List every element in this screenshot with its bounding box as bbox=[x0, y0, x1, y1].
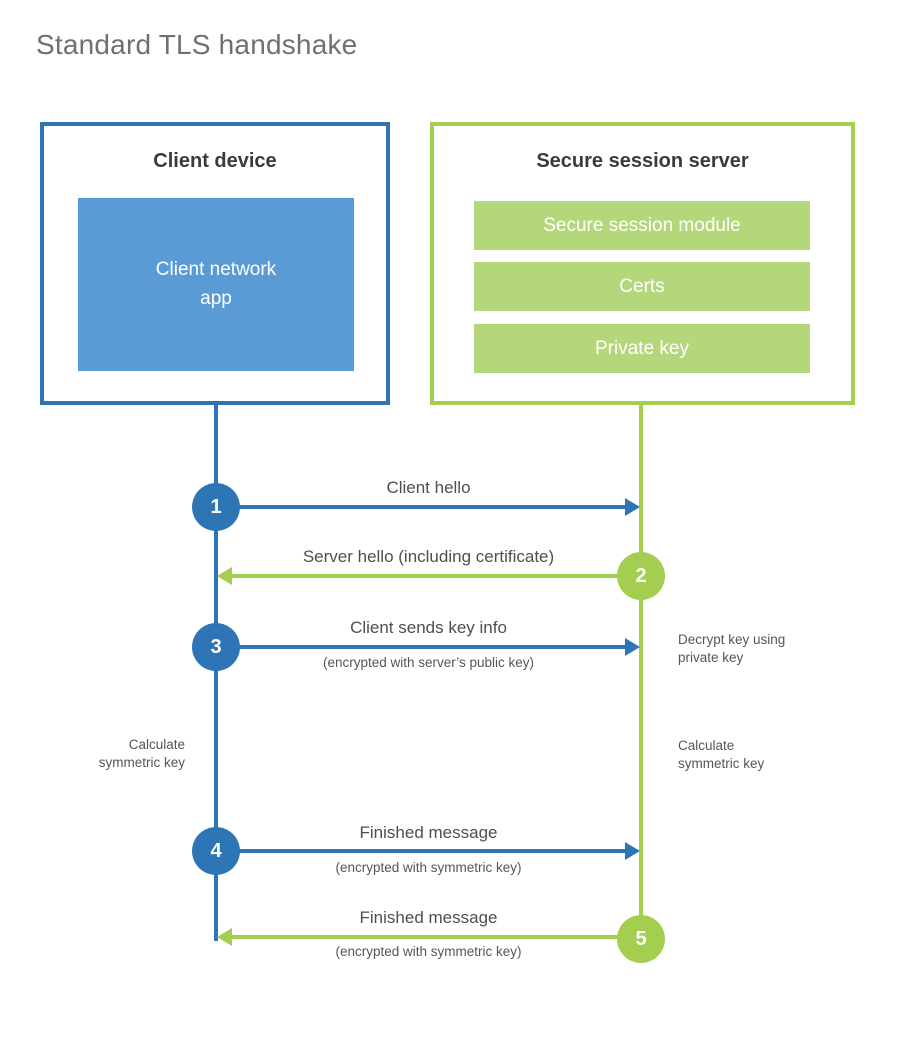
calculate-symmetric-key-note-server: Calculate symmetric key bbox=[678, 738, 765, 772]
calculate-symmetric-key-note-client: Calculate symmetric key bbox=[98, 737, 185, 771]
message-4-label: Finished message bbox=[359, 823, 498, 842]
arrow-1-arrowhead-icon bbox=[625, 498, 640, 516]
arrow-3-arrowhead-icon bbox=[625, 638, 640, 656]
client-network-app-module: Client network app bbox=[78, 198, 354, 371]
message-3-label: Client sends key info bbox=[350, 618, 507, 637]
secure-session-server-title: Secure session server bbox=[536, 150, 749, 172]
message-5-sublabel: (encrypted with symmetric key) bbox=[335, 944, 522, 959]
page-title: Standard TLS handshake bbox=[36, 29, 358, 60]
step-5-badge: 5 bbox=[617, 915, 665, 963]
arrow-5-arrowhead-icon bbox=[217, 928, 232, 946]
client-lifeline bbox=[214, 403, 218, 941]
message-5-label: Finished message bbox=[359, 908, 498, 927]
certs-bar: Certs bbox=[474, 262, 810, 311]
step-3-badge: 3 bbox=[192, 623, 240, 671]
client-device-box: Client device Client network app bbox=[40, 122, 390, 405]
decrypt-key-note: Decrypt key using private key bbox=[678, 632, 786, 666]
arrow-2-line bbox=[232, 574, 639, 578]
private-key-bar: Private key bbox=[474, 324, 810, 373]
server-lifeline bbox=[639, 403, 643, 939]
message-4-sublabel: (encrypted with symmetric key) bbox=[335, 860, 522, 875]
client-network-app-label: Client network app bbox=[155, 259, 277, 309]
arrow-2-arrowhead-icon bbox=[217, 567, 232, 585]
arrow-5-line bbox=[232, 935, 639, 939]
step-2-badge: 2 bbox=[617, 552, 665, 600]
certs-label: Certs bbox=[619, 275, 665, 297]
message-2-label: Server hello (including certificate) bbox=[302, 547, 555, 566]
arrow-3-line bbox=[216, 645, 625, 649]
step-4-badge: 4 bbox=[192, 827, 240, 875]
secure-session-server-box: Secure session server Secure session mod… bbox=[430, 122, 855, 405]
arrow-1-line bbox=[216, 505, 625, 509]
client-device-title: Client device bbox=[153, 150, 277, 172]
step-1-badge: 1 bbox=[192, 483, 240, 531]
arrow-4-arrowhead-icon bbox=[625, 842, 640, 860]
arrow-4-line bbox=[216, 849, 625, 853]
message-1-label: Client hello bbox=[386, 478, 471, 497]
secure-session-module-bar: Secure session module bbox=[474, 201, 810, 250]
secure-session-module-label: Secure session module bbox=[543, 214, 741, 236]
private-key-label: Private key bbox=[595, 337, 689, 359]
message-3-sublabel: (encrypted with server’s public key) bbox=[322, 655, 535, 670]
